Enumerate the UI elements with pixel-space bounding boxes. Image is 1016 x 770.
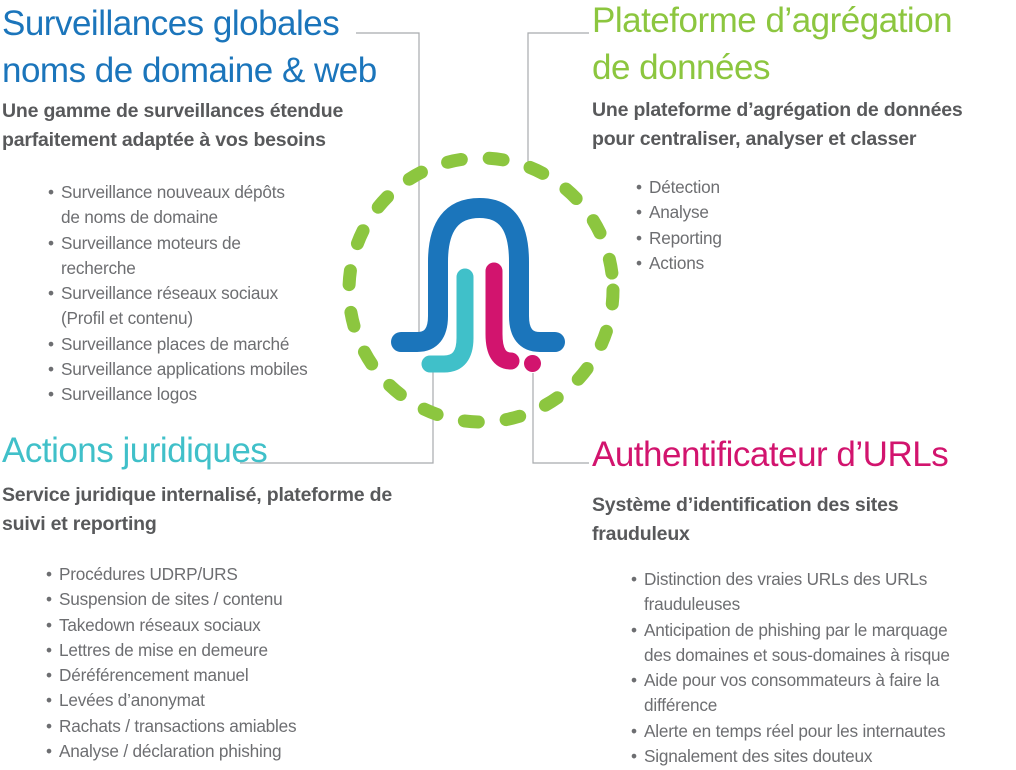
section-title-authentificateur-urls: Authentificateur d’URLs [592,435,949,474]
section-subtitle-plateforme-agregation: Une plateforme d’agrégation de données p… [592,99,963,150]
bullet-item: Anticipation de phishing par le marquage… [631,618,1016,669]
bullet-item: Surveillance places de marché [48,332,390,358]
bullet-item: Distinction des vraies URLs des URLs fra… [631,567,1016,618]
bullet-item: Aide pour vos consommateurs à faire la d… [631,668,1016,719]
section-title-surveillances-globales: Surveillances globales noms de domaine &… [2,4,377,90]
bullet-item: Détection [636,175,976,201]
bullet-list-actions-juridiques: Procédures UDRP/URSSuspension de sites /… [46,562,406,765]
bullet-item: Levées d’anonymat [46,688,406,714]
bullet-item: Surveillance réseaux sociaux (Profil et … [48,281,390,332]
bullet-item: Surveillance nouveaux dépôts de noms de … [48,180,390,231]
bullet-item: Lettres de mise en demeure [46,638,406,664]
section-authentificateur-urls: Authentificateur d’URLs Système d’identi… [592,431,1016,770]
connector-line-top-right [527,32,589,167]
bullet-list-surveillances: Surveillance nouveaux dépôts de noms de … [48,180,390,408]
logo-pink-dot [524,355,541,372]
connector-line-top-left [356,32,420,334]
section-subtitle-actions-juridiques: Service juridique internalisé, plateform… [2,484,392,535]
section-plateforme-agregation: Plateforme d’agrégation de données Une p… [592,0,1016,420]
bullet-item: Analyse [636,200,976,226]
bullet-item: Reporting [636,226,976,252]
bullet-item: Surveillance moteurs de recherche [48,231,390,282]
bullet-item: Takedown réseaux sociaux [46,613,406,639]
section-title-actions-juridiques: Actions juridiques [2,431,268,470]
bullet-item: Surveillance applications mobiles [48,357,390,383]
bullet-list-plateforme: DétectionAnalyseReportingActions [636,175,976,276]
bullet-item: Suspension de sites / contenu [46,587,406,613]
logo-teal-tentacle [421,268,474,373]
section-surveillances-globales: Surveillances globales noms de domaine &… [2,0,457,420]
bullet-item: Déréférencement manuel [46,663,406,689]
section-subtitle-surveillances-globales: Une gamme de surveillances étendue parfa… [2,100,344,151]
section-title-plateforme-agregation: Plateforme d’agrégation de données [592,1,953,87]
bullet-item: Alerte en temps réel pour les internaute… [631,719,1016,745]
jellyfish-logo [391,197,565,373]
section-subtitle-authentificateur-urls: Système d’identification des sites fraud… [592,494,899,545]
bullet-item: Analyse / déclaration phishing [46,739,406,765]
bullet-item: Actions [636,251,976,277]
logo-pink-tentacle [485,262,520,370]
bullet-list-authentificateur: Distinction des vraies URLs des URLs fra… [631,567,1016,770]
connector-line-bottom-right [532,373,589,464]
bullet-item: Surveillance logos [48,382,390,408]
bullet-item: Procédures UDRP/URS [46,562,406,588]
logo-blue-arch [391,197,565,352]
section-actions-juridiques: Actions juridiques Service juridique int… [2,427,492,770]
bullet-item: Rachats / transactions amiables [46,714,406,740]
connector-line-bottom-left [240,371,434,464]
bullet-item: Signalement des sites douteux [631,744,1016,770]
